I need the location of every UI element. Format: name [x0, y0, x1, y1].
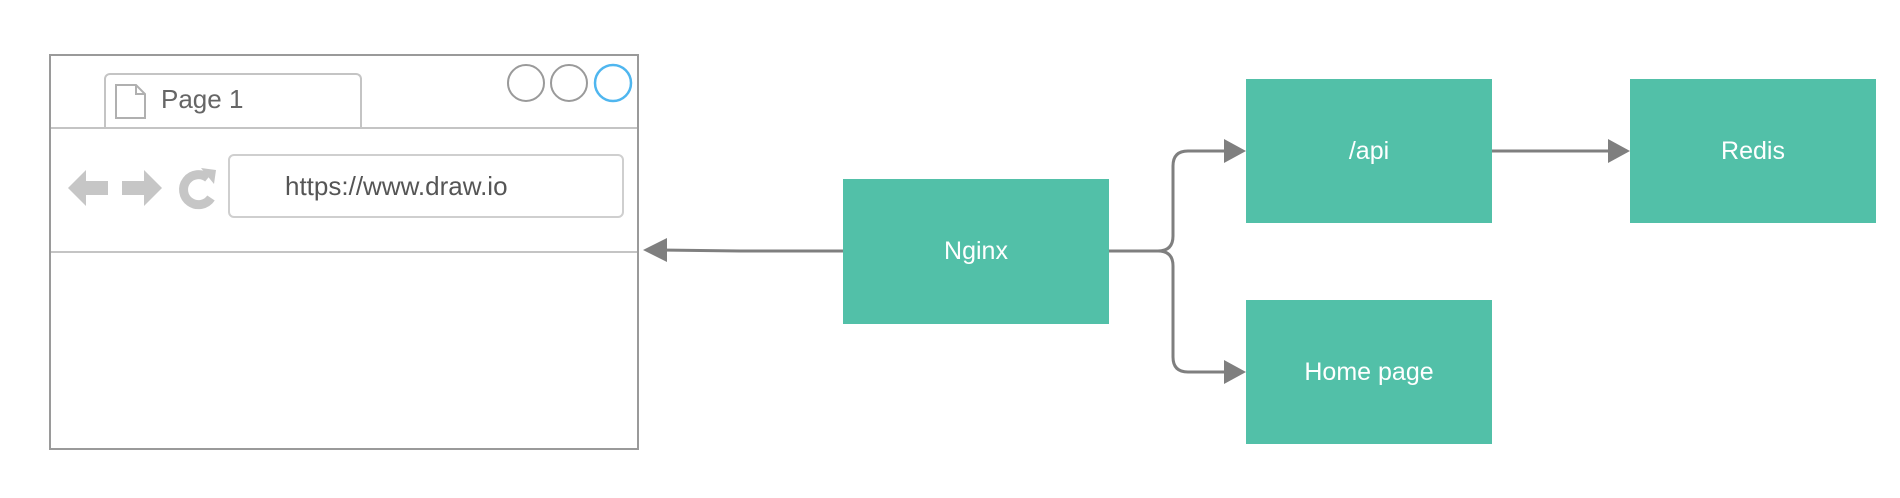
window-button-active-icon[interactable]	[593, 63, 633, 103]
toolbar-divider	[51, 251, 637, 253]
browser-tab[interactable]	[104, 73, 362, 129]
connector-api-to-redis	[1486, 139, 1630, 163]
address-bar[interactable]	[228, 154, 624, 218]
tab-label: Page 1	[161, 84, 244, 114]
home-page-label: Home page	[1304, 357, 1434, 386]
tab-page-icon	[115, 84, 146, 119]
api-node[interactable]: /api	[1246, 79, 1492, 223]
tab-bar-divider	[51, 127, 637, 129]
redis-label: Redis	[1721, 136, 1785, 165]
home-page-node[interactable]: Home page	[1246, 300, 1492, 444]
window-button-icon[interactable]	[507, 64, 545, 102]
redis-node[interactable]: Redis	[1630, 79, 1876, 223]
nginx-label: Nginx	[944, 237, 1008, 265]
address-bar-url[interactable]: https://www.draw.io	[285, 171, 508, 201]
connector-nginx-to-api	[1104, 139, 1246, 253]
connector-nginx-to-browser	[643, 238, 845, 262]
api-label: /api	[1348, 136, 1390, 165]
reload-icon[interactable]	[179, 168, 216, 210]
back-arrow-icon[interactable]	[68, 170, 108, 206]
window-button-icon[interactable]	[550, 64, 588, 102]
forward-arrow-icon[interactable]	[122, 170, 162, 206]
connector-nginx-to-home	[1157, 249, 1246, 384]
nginx-node[interactable]: Nginx	[843, 179, 1109, 324]
